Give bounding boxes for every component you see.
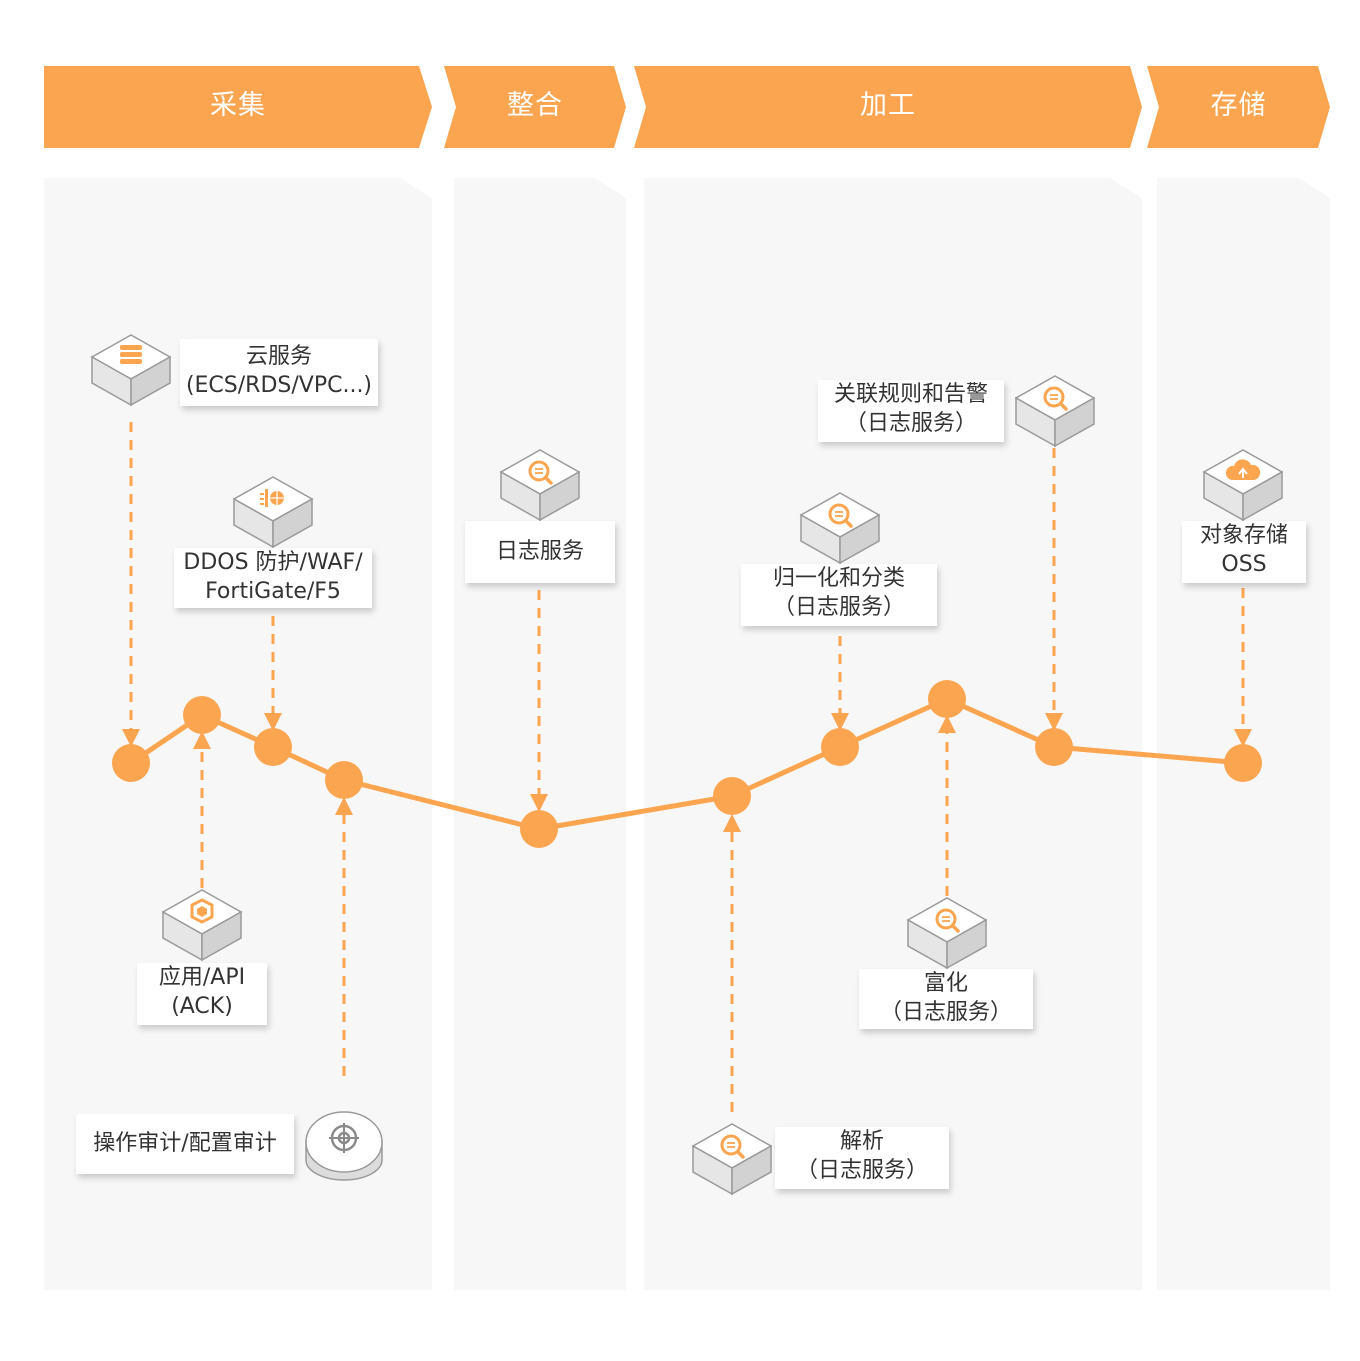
audit-label: 操作审计/配置审计	[76, 1114, 294, 1174]
stage-label: 存储	[1210, 90, 1267, 121]
stage-header-integrate: 整合	[444, 66, 626, 148]
flow-dot	[821, 728, 859, 766]
flow-dot	[713, 777, 751, 815]
cloud-storage-icon	[1202, 448, 1284, 522]
enrich-label: 富化 （日志服务）	[859, 969, 1033, 1029]
parse-label: 解析 （日志服务）	[775, 1127, 949, 1189]
firewall-icon	[232, 475, 314, 549]
log-search-icon	[499, 448, 581, 522]
log-search-icon	[1014, 374, 1096, 448]
stage-label: 加工	[860, 90, 916, 121]
flow-line	[129, 696, 1244, 832]
stage-header-collect: 采集	[44, 66, 432, 148]
flow-dot	[1224, 744, 1262, 782]
ddos-label: DDOS 防护/WAF/ FortiGate/F5	[174, 548, 372, 608]
log-search-icon	[799, 491, 881, 565]
flow-dot	[112, 744, 150, 782]
log-search-icon	[906, 896, 988, 970]
app-api-label: 应用/API (ACK)	[137, 963, 267, 1025]
container-icon	[161, 888, 243, 962]
server-icon	[90, 333, 172, 407]
flow-dot	[520, 810, 558, 848]
oss-label: 对象存储 OSS	[1182, 521, 1306, 583]
alert-label: 关联规则和告警 （日志服务）	[818, 380, 1004, 442]
log-service-label: 日志服务	[465, 521, 615, 583]
flow-dot	[183, 696, 221, 734]
stage-header-store: 存储	[1147, 66, 1330, 148]
flow-dot	[1035, 728, 1073, 766]
stage-label: 整合	[507, 90, 563, 121]
log-search-icon	[691, 1122, 773, 1196]
target-icon	[304, 1108, 384, 1184]
flow-dot	[325, 761, 363, 799]
flow-dot	[254, 728, 292, 766]
cloud-service-label: 云服务 (ECS/RDS/VPC...)	[180, 339, 378, 406]
stage-header-process: 加工	[634, 66, 1142, 148]
flow-dot	[928, 680, 966, 718]
normalize-label: 归一化和分类 （日志服务）	[741, 564, 937, 626]
stage-label: 采集	[210, 90, 266, 121]
